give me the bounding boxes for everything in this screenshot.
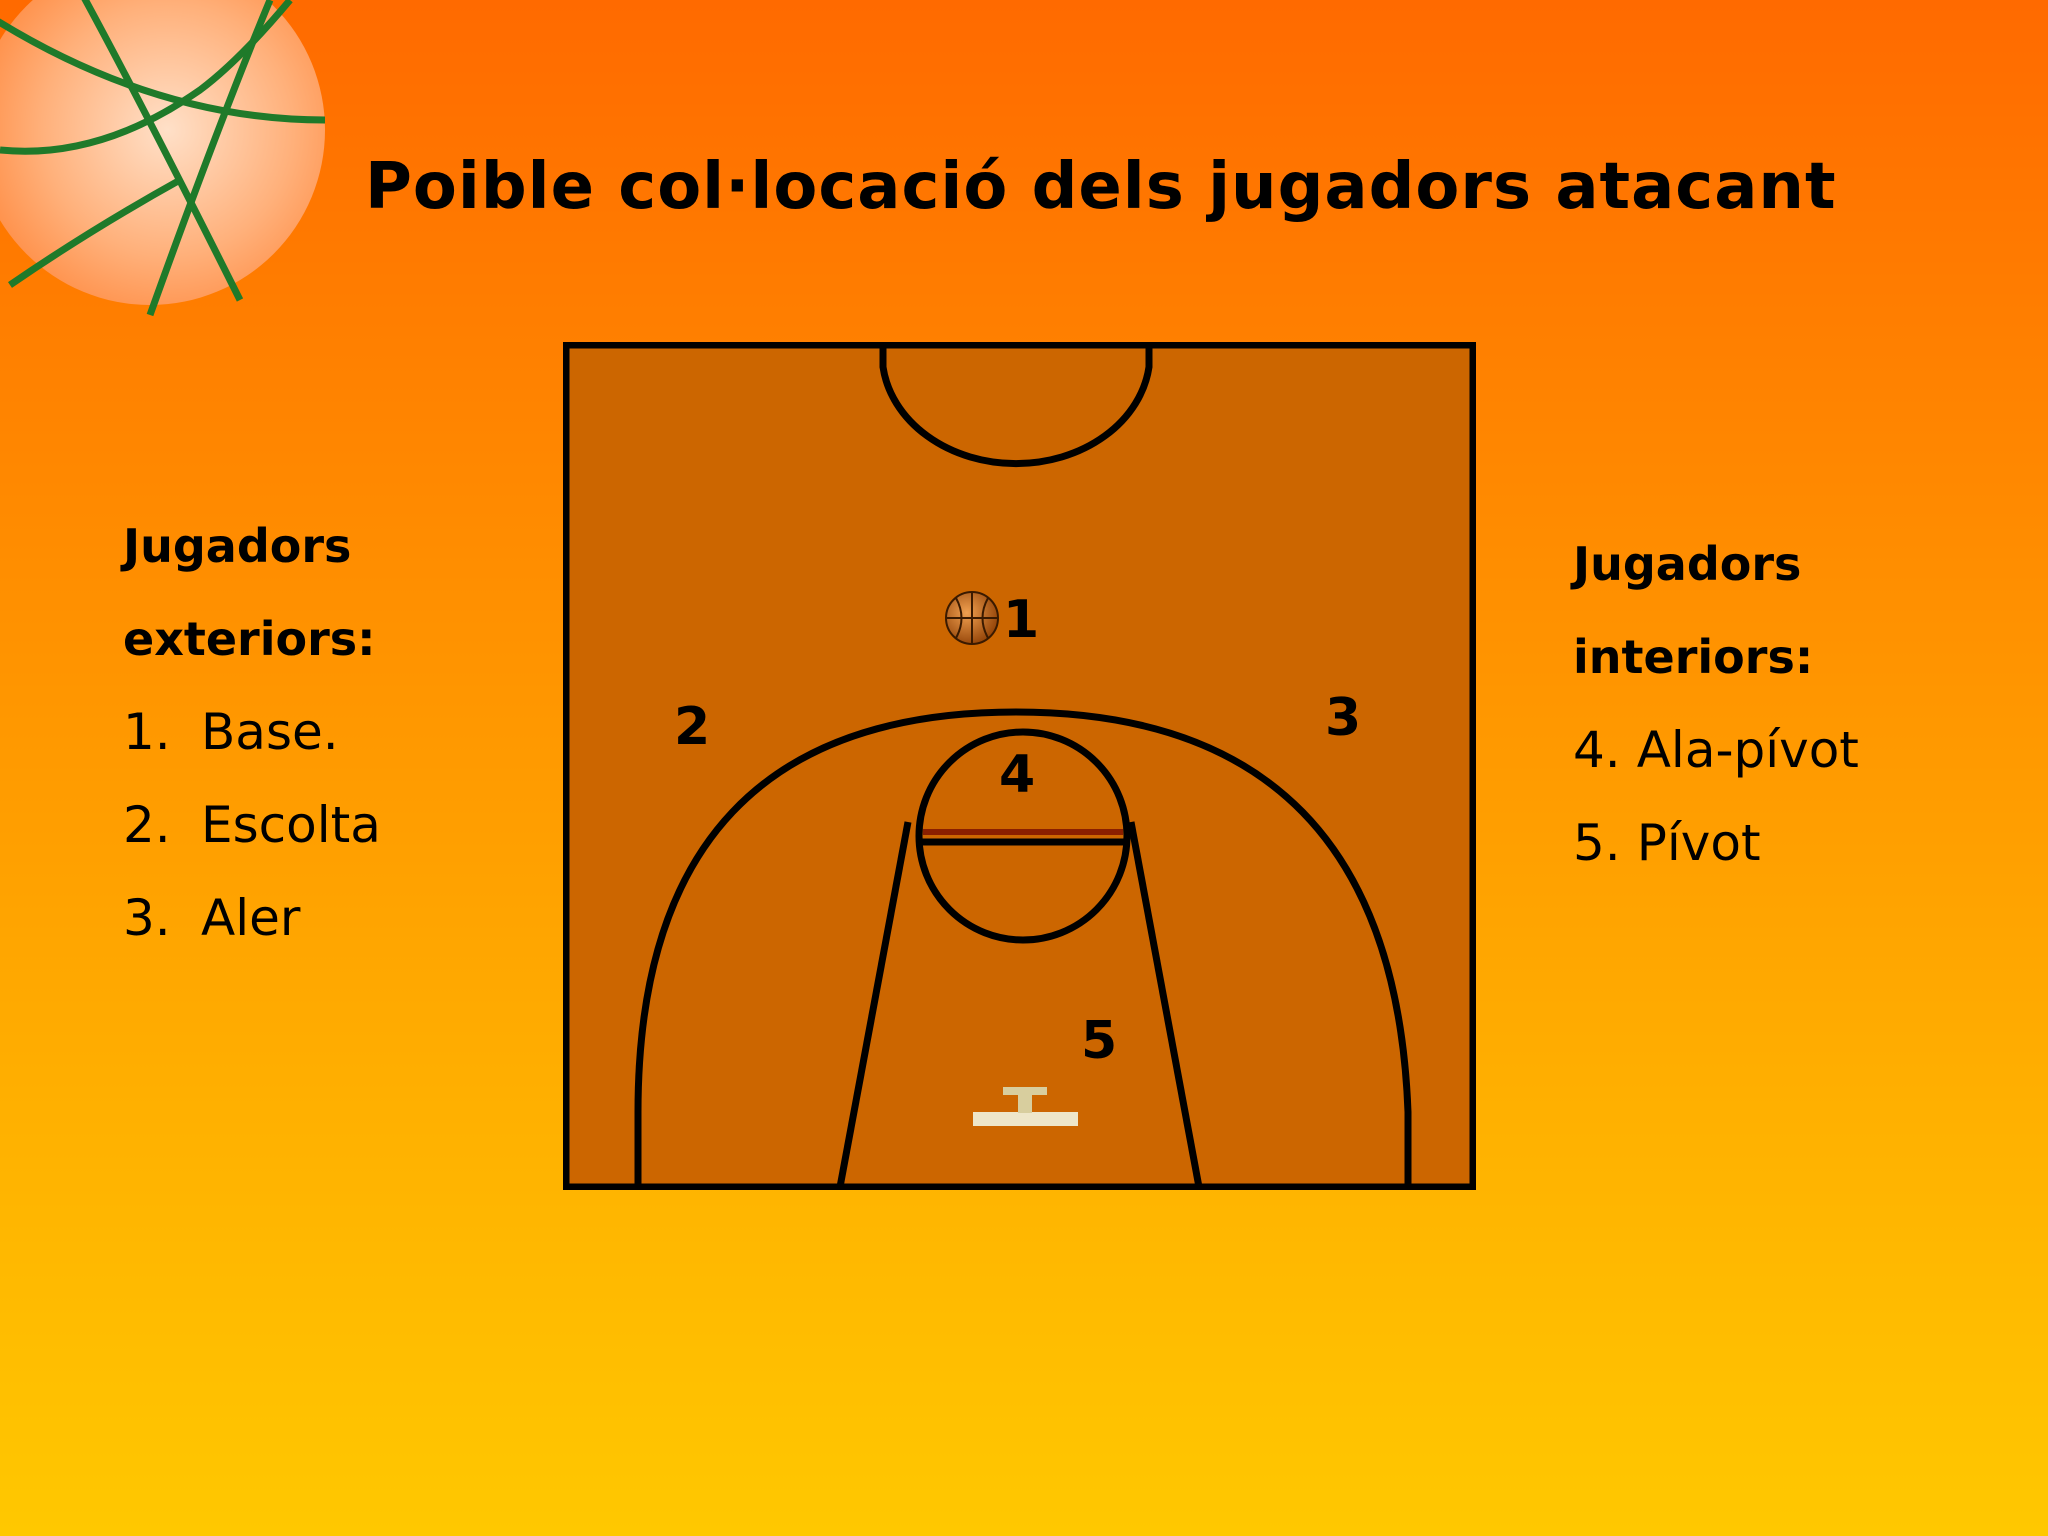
outside-players-heading-line1: Jugadors bbox=[123, 519, 352, 573]
half-court: 1 2 3 4 5 bbox=[563, 342, 1476, 1190]
player-3-label: 3 bbox=[1325, 688, 1361, 748]
list-item-label: Escolta bbox=[201, 796, 381, 854]
court-diagram: 1 2 3 4 5 bbox=[563, 342, 1476, 1190]
list-item-label: Ala-pívot bbox=[1636, 721, 1859, 779]
list-item: 1. Base. bbox=[123, 686, 503, 779]
list-item: 5. Pívot bbox=[1573, 797, 1993, 890]
center-circle-arc bbox=[879, 347, 1153, 468]
list-item-number: 3. bbox=[123, 889, 171, 947]
inside-players-heading-line2: interiors: bbox=[1573, 630, 1814, 684]
basketball-decoration-icon bbox=[0, 0, 326, 317]
slide-title: Poible col·locació dels jugadors atacant bbox=[365, 150, 1837, 224]
list-item: 2. Escolta bbox=[123, 779, 503, 872]
lane-line-left bbox=[836, 821, 912, 1188]
player-1-label: 1 bbox=[1003, 590, 1039, 650]
basketball-icon bbox=[945, 591, 999, 645]
list-item-label: Base. bbox=[201, 703, 339, 761]
player-5-label: 5 bbox=[1081, 1011, 1117, 1071]
list-item: 4. Ala-pívot bbox=[1573, 704, 1993, 797]
list-item-number: 4. bbox=[1573, 721, 1621, 779]
free-throw-circle bbox=[915, 728, 1131, 944]
three-point-line bbox=[634, 708, 1412, 1187]
outside-players-panel: Jugadors exteriors: 1. Base. 2. Escolta 3.… bbox=[123, 500, 503, 965]
court-floor bbox=[563, 342, 1476, 1190]
list-item: 3. Aler bbox=[123, 872, 503, 965]
list-item-number: 1. bbox=[123, 703, 171, 761]
list-item-number: 2. bbox=[123, 796, 171, 854]
list-item-number: 5. bbox=[1573, 814, 1621, 872]
player-4-label: 4 bbox=[999, 745, 1035, 805]
inside-players-heading-line1: Jugadors bbox=[1573, 537, 1802, 591]
lane-line-right bbox=[1127, 821, 1203, 1188]
list-item-label: Aler bbox=[201, 889, 301, 947]
inside-players-panel: Jugadors interiors: 4. Ala-pívot 5. Pívot bbox=[1573, 518, 1993, 890]
backboard bbox=[973, 1112, 1078, 1126]
player-2-label: 2 bbox=[674, 697, 710, 757]
rim bbox=[1003, 1087, 1047, 1095]
list-item-label: Pívot bbox=[1636, 814, 1761, 872]
outside-players-heading-line2: exteriors: bbox=[123, 612, 376, 666]
